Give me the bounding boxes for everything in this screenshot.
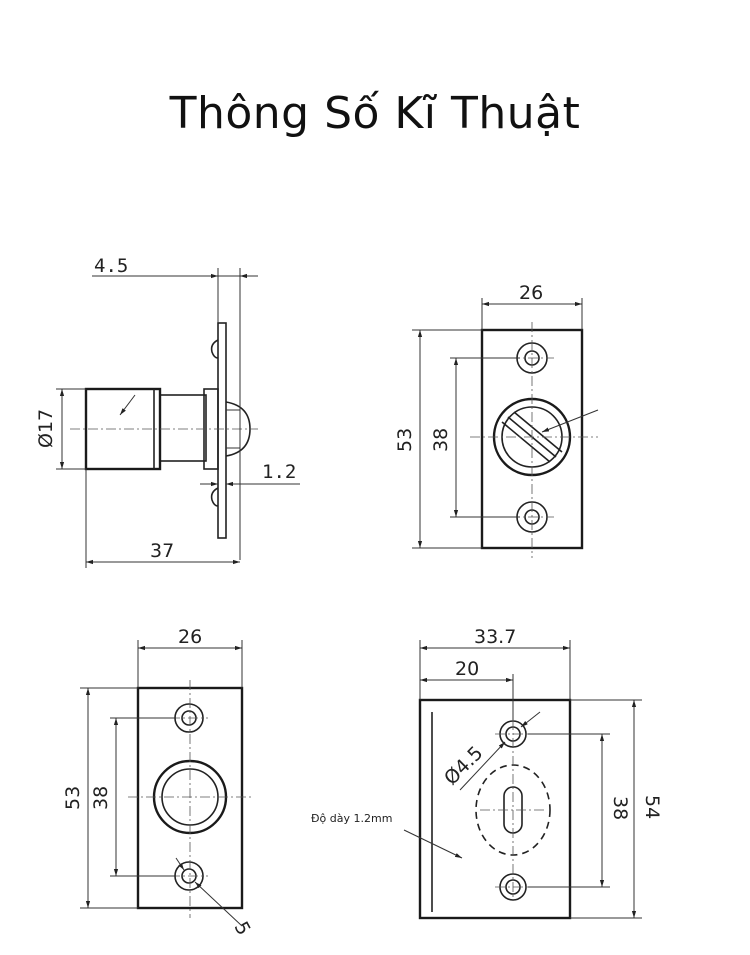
dim-strike-offset: 20 [455,658,479,680]
dim-strike-hole: Ø4.5 [440,742,487,789]
strike-plate-view: 33.7 20 Ø4.5 38 54 Độ dày 1.2mm [311,626,663,920]
dim-hole-diameter: 5 [230,918,255,939]
dim-height-alt: 53 [62,786,84,810]
dim-strike-height: 54 [641,795,663,819]
front-view-top: 26 53 38 [394,282,599,558]
flange-plate [217,322,227,539]
dim-thickness: 1.2 [262,461,296,483]
dim-height: 53 [394,428,416,452]
dim-hole-spacing-alt: 38 [90,786,112,810]
body-neck [159,394,207,462]
dim-flange: 4.5 [94,255,128,277]
page-title: Thông Số Kĩ Thuật [169,88,581,139]
dim-hole-spacing: 38 [430,428,452,452]
thickness-note: Độ dày 1.2mm [311,812,392,825]
side-view: 4.5 Ø17 1.2 37 [35,255,300,568]
dim-strike-hole-spacing: 38 [609,796,631,820]
dim-body-diameter: Ø17 [35,409,57,448]
strike-plate [418,698,572,920]
dim-width-alt: 26 [178,626,202,648]
dim-strike-width: 33.7 [474,626,516,648]
front-view-bottom: 26 53 38 5 [62,626,255,939]
dim-length: 37 [150,540,174,562]
dim-width: 26 [519,282,543,304]
